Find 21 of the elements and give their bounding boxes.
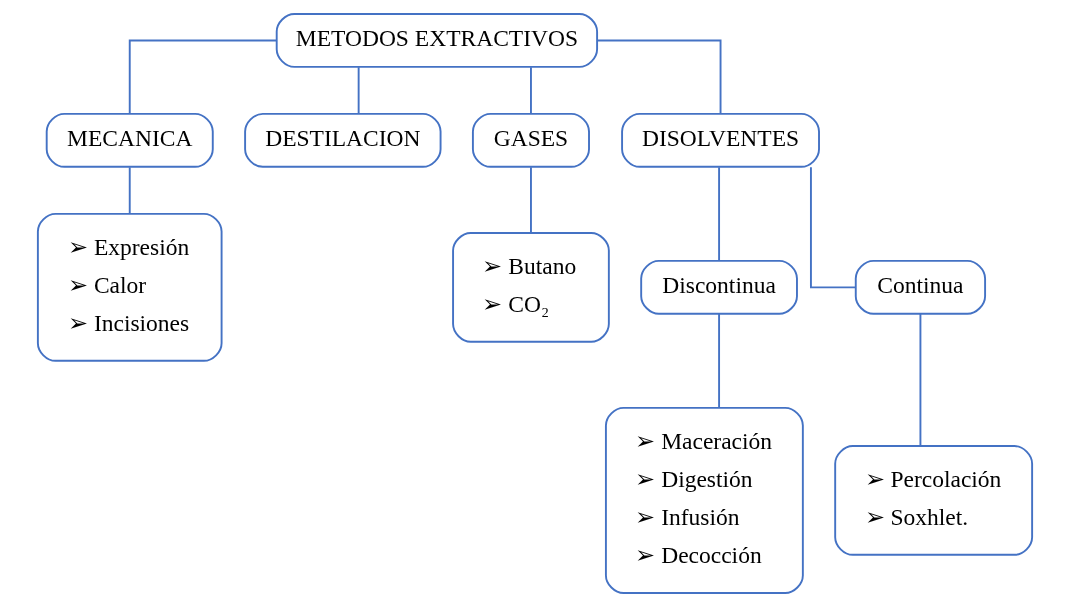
connector (717, 312, 720, 409)
connector (717, 166, 720, 262)
node-box: ➢ Percolación ➢ Soxhlet. (833, 445, 1033, 556)
connector (595, 39, 721, 115)
connector (128, 166, 131, 215)
node-box: Discontinua (639, 259, 798, 315)
node-box: DISOLVENTES (620, 112, 820, 168)
connector (918, 312, 921, 447)
node-box: GASES (471, 112, 590, 168)
node-box: ➢ Maceración ➢ Digestión ➢ Infusión ➢ Decocción (604, 406, 804, 594)
node-box: ➢ Butano ➢ CO₂ (451, 232, 610, 343)
connector (128, 39, 278, 115)
connector (357, 66, 360, 115)
node-box: ➢ Expresión ➢ Calor ➢ Incisiones (36, 212, 223, 362)
connector (809, 166, 856, 289)
node-box: MECANICA (45, 112, 214, 168)
connector (529, 66, 532, 115)
node-box: METODOS EXTRACTIVOS (275, 13, 598, 68)
connector (529, 166, 532, 234)
node-box: Continua (854, 259, 986, 315)
node-box: DESTILACION (243, 112, 442, 168)
